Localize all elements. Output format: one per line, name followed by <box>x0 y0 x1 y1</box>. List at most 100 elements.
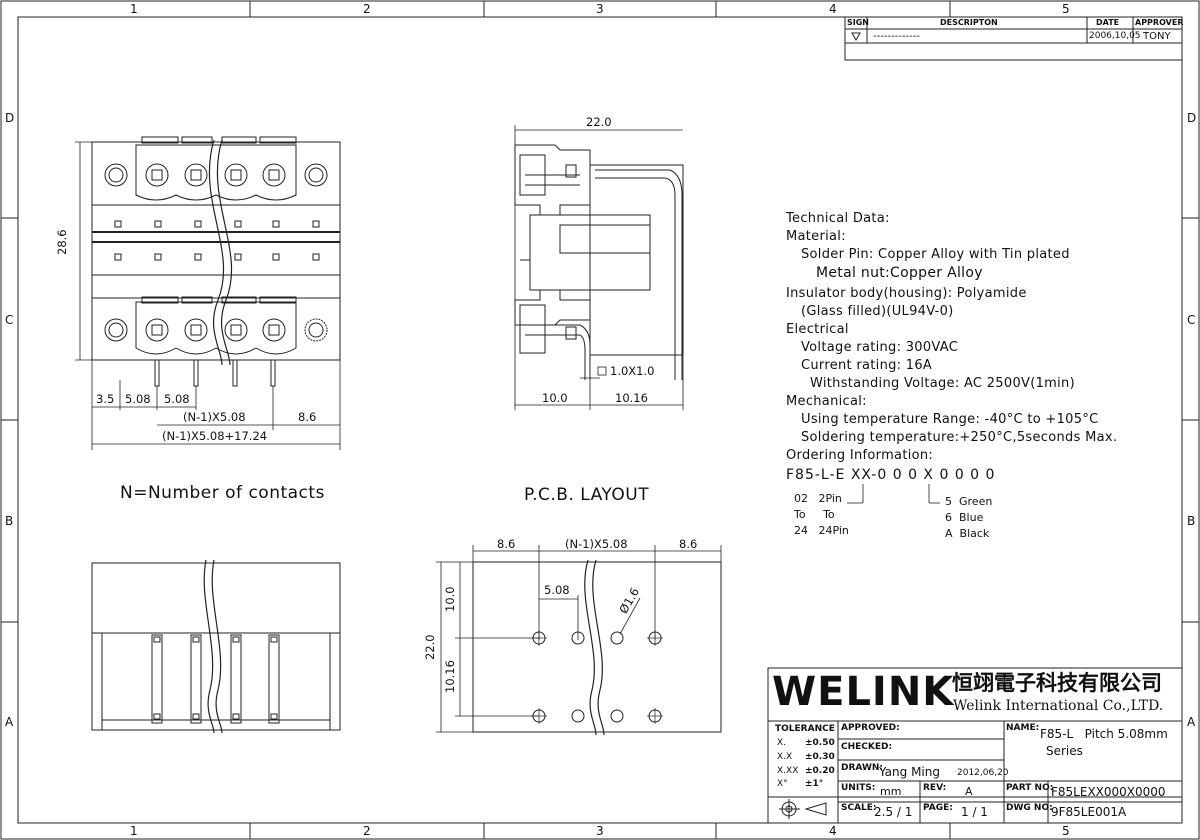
col-label: 2 <box>363 2 371 16</box>
col-label: 2 <box>363 824 371 838</box>
rev-approver: TONY <box>1143 31 1171 42</box>
col-label: 3 <box>596 2 604 16</box>
title-block-frame <box>767 667 1183 824</box>
company-name-en: Welink International Co.,LTD. <box>953 698 1164 714</box>
checked-label: CHECKED: <box>841 742 893 752</box>
drawn-label: DRAWN: <box>841 763 884 773</box>
rev-date: 2006,10,05 <box>1089 31 1141 41</box>
pcb-height-lower: 10.16 <box>443 660 457 693</box>
col-label: 4 <box>829 824 837 838</box>
scale-value: 2.5 / 1 <box>874 805 913 819</box>
tol-key: X.X <box>777 752 793 762</box>
company-logo: WELINK <box>772 669 955 715</box>
units-label: UNITS: <box>841 783 876 793</box>
projection-cone-icon <box>804 802 827 816</box>
row-label: A <box>1187 715 1196 729</box>
col-label: 1 <box>130 824 138 838</box>
color-line: 5 Green <box>945 495 993 508</box>
side-view-drawing <box>514 125 684 410</box>
row-label: A <box>5 715 14 729</box>
pcb-pitch: 5.08 <box>544 583 570 597</box>
tech-line: Electrical <box>786 322 849 337</box>
tol-val: ±0.50 <box>805 738 835 748</box>
row-label: C <box>1187 313 1196 327</box>
col-label: 4 <box>829 2 837 16</box>
order-code: F85-L-E XX-0 0 0 X 0 0 0 0 <box>786 467 996 483</box>
tech-line: Solder Pin: Copper Alloy with Tin plated <box>801 247 1070 262</box>
pcb-top-mid: (N-1)X5.08 <box>565 537 628 551</box>
side-bottom-right: 10.16 <box>615 391 648 405</box>
rev-desc-header: DESCRIPTON <box>940 18 998 27</box>
pcb-dimensions <box>436 545 722 733</box>
tol-key: X. <box>777 738 787 748</box>
dim-total: (N-1)X5.08+17.24 <box>162 429 268 443</box>
side-top-dim: 22.0 <box>586 115 612 129</box>
warning-triangle-icon <box>851 32 861 42</box>
tech-line: Technical Data: <box>786 211 890 226</box>
units-value: mm <box>880 785 902 798</box>
dim-right: 8.6 <box>298 410 317 424</box>
front-view-dimensions <box>75 141 341 450</box>
col-label: 3 <box>596 824 604 838</box>
pcb-title: P.C.B. LAYOUT <box>524 485 650 505</box>
rev-sign-header: SIGN <box>847 18 869 27</box>
partno-value: F85LEXX000X0000 <box>1051 785 1166 799</box>
rev-value: A <box>965 785 973 798</box>
pcb-top-left: 8.6 <box>497 537 516 551</box>
tech-line: Current rating: 16A <box>801 358 933 373</box>
name-label: NAME: <box>1006 723 1040 733</box>
tol-val: ±0.20 <box>805 766 835 776</box>
pcb-top-right: 8.6 <box>679 537 698 551</box>
dwgno-label: DWG NO: <box>1006 803 1053 813</box>
tolerance-label: TOLERANCE <box>775 724 835 734</box>
col-label: 5 <box>1062 824 1070 838</box>
tech-line: Ordering Information: <box>786 448 934 463</box>
dim-n1: (N-1)X5.08 <box>183 410 246 424</box>
col-label: 1 <box>130 2 138 16</box>
dim-3-5: 3.5 <box>96 392 115 406</box>
partno-label: PART NO: <box>1006 783 1054 793</box>
dim-pitch-1: 5.08 <box>125 392 151 406</box>
tech-line: (Glass filled)(UL94V-0) <box>801 304 954 319</box>
page-label: PAGE: <box>923 803 953 813</box>
row-label: B <box>1187 514 1196 528</box>
tech-line: Withstanding Voltage: AC 2500V(1min) <box>810 376 1075 391</box>
tech-line: Material: <box>786 229 846 244</box>
pins-line: 24 24Pin <box>794 524 849 537</box>
dwgno-value: 9F85LE001A <box>1051 805 1127 819</box>
tech-line: Mechanical: <box>786 394 867 409</box>
side-pin-dim: 1.0X1.0 <box>610 364 655 378</box>
pcb-height-total: 22.0 <box>423 634 437 660</box>
scale-label: SCALE: <box>841 803 877 813</box>
col-label: 5 <box>1062 2 1070 16</box>
page-value: 1 / 1 <box>961 805 988 819</box>
pins-line: To To <box>794 508 835 521</box>
tech-line: Insulator body(housing): Polyamide <box>786 286 1027 301</box>
tech-line: Soldering temperature:+250°C,5seconds Ma… <box>801 430 1118 445</box>
dim-height: 28.6 <box>55 229 69 255</box>
rev-desc: ------------- <box>873 31 920 42</box>
company-name-cn: 恒翊電子科技有限公司 <box>952 670 1162 695</box>
name-line-2: Series <box>1046 744 1083 758</box>
pcb-height-upper: 10.0 <box>443 586 457 612</box>
front-view-drawing <box>91 136 341 387</box>
row-label: D <box>1187 111 1197 125</box>
drawn-name: Yang Ming <box>879 765 940 779</box>
rev-label: REV: <box>923 783 947 793</box>
rev-approver-header: APPROVER <box>1135 18 1184 27</box>
drawn-date: 2012,06,20 <box>957 768 1009 778</box>
row-label: C <box>5 313 14 327</box>
side-bottom-left: 10.0 <box>542 391 568 405</box>
color-line: A Black <box>945 527 990 540</box>
name-line-1: F85-L Pitch 5.08mm <box>1040 727 1168 741</box>
tech-line: Voltage rating: 300VAC <box>801 340 959 355</box>
dim-pitch-2: 5.08 <box>164 392 190 406</box>
row-label: B <box>5 514 14 528</box>
pins-line: 02 2Pin <box>794 492 842 505</box>
tol-val: ±1° <box>805 779 824 789</box>
tol-val: ±0.30 <box>805 752 835 762</box>
approved-label: APPROVED: <box>841 723 900 733</box>
ordering-brackets <box>847 484 940 504</box>
bottom-view-drawing <box>91 559 341 734</box>
